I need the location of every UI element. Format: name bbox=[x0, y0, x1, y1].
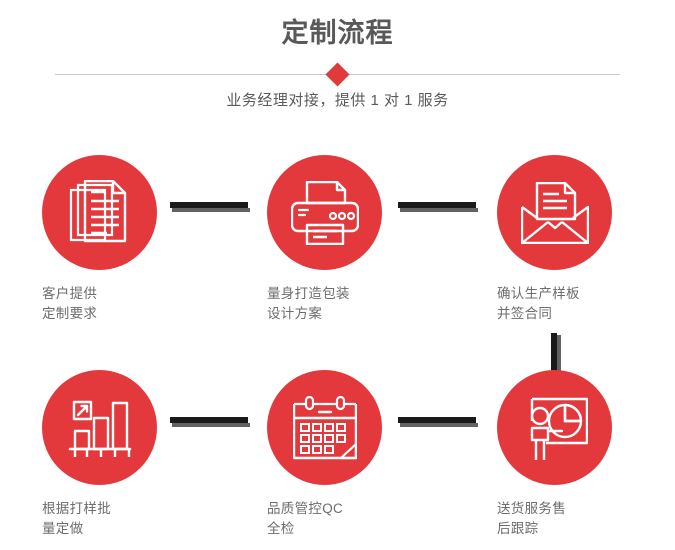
connector-bar bbox=[170, 417, 248, 423]
step-1-label-line2: 定制要求 bbox=[42, 306, 98, 321]
connector-shadow bbox=[400, 423, 478, 427]
connector-step1-step2 bbox=[170, 202, 250, 212]
connector-step4-step5 bbox=[170, 417, 250, 427]
presentation-pie-chart-icon bbox=[530, 397, 588, 460]
step-4-label-line1: 根据打样批 bbox=[42, 501, 111, 516]
connector-bar bbox=[398, 202, 476, 208]
page-header: 定制流程 业务经理对接，提供 1 对 1 服务 bbox=[0, 0, 675, 130]
diamond-marker-icon bbox=[325, 61, 350, 87]
step-3-label: 确认生产样板 并签合同 bbox=[497, 284, 627, 324]
connector-bar bbox=[170, 202, 248, 208]
step-2-label-line1: 量身打造包装 bbox=[267, 286, 350, 301]
step-3-icon-circle[interactable] bbox=[497, 155, 612, 270]
flow-step-1[interactable]: 客户提供 定制要求 bbox=[12, 155, 192, 324]
step-4-label: 根据打样批 量定做 bbox=[42, 499, 172, 539]
step-1-label-line1: 客户提供 bbox=[42, 286, 98, 301]
step-1-label: 客户提供 定制要求 bbox=[42, 284, 172, 324]
step-2-label-line2: 设计方案 bbox=[267, 306, 323, 321]
page-title: 定制流程 bbox=[281, 18, 394, 48]
bar-chart-growth-icon bbox=[68, 400, 131, 457]
step-3-label-line2: 并签合同 bbox=[497, 306, 553, 321]
step-2-icon-circle[interactable] bbox=[267, 155, 382, 270]
flow-step-5[interactable]: 品质管控QC 全检 bbox=[237, 370, 417, 539]
title-divider bbox=[0, 61, 675, 88]
connector-shadow bbox=[172, 208, 250, 212]
step-5-label-line1: 品质管控QC bbox=[267, 501, 344, 516]
step-6-label-line1: 送货服务售 bbox=[497, 501, 566, 516]
flow-step-4[interactable]: 根据打样批 量定做 bbox=[12, 370, 192, 539]
step-6-label: 送货服务售 后跟踪 bbox=[497, 499, 627, 539]
step-5-label: 品质管控QC 全检 bbox=[267, 499, 397, 539]
envelope-document-icon bbox=[520, 181, 589, 244]
connector-shadow bbox=[400, 208, 478, 212]
connector-step5-step6 bbox=[398, 417, 478, 427]
printer-icon bbox=[290, 180, 359, 245]
step-3-label-line1: 确认生产样板 bbox=[497, 286, 580, 301]
flow-step-6[interactable]: 送货服务售 后跟踪 bbox=[467, 370, 647, 539]
step-6-label-line2: 后跟踪 bbox=[497, 521, 539, 536]
step-5-icon-circle[interactable] bbox=[267, 370, 382, 485]
process-flow-diagram: 客户提供 定制要求 量身打造包装 设计方案 bbox=[0, 130, 675, 550]
connector-shadow bbox=[172, 423, 250, 427]
connector-bar bbox=[398, 417, 476, 423]
flow-step-3[interactable]: 确认生产样板 并签合同 bbox=[467, 155, 647, 324]
step-6-icon-circle[interactable] bbox=[497, 370, 612, 485]
step-1-icon-circle[interactable] bbox=[42, 155, 157, 270]
connector-bar bbox=[551, 333, 557, 379]
step-4-label-line2: 量定做 bbox=[42, 521, 84, 536]
page-subtitle: 业务经理对接，提供 1 对 1 服务 bbox=[226, 92, 449, 109]
step-2-label: 量身打造包装 设计方案 bbox=[267, 284, 397, 324]
step-5-label-line2: 全检 bbox=[267, 521, 295, 536]
calendar-icon bbox=[292, 395, 357, 459]
flow-step-2[interactable]: 量身打造包装 设计方案 bbox=[237, 155, 417, 324]
documents-stack-icon bbox=[69, 179, 126, 242]
step-4-icon-circle[interactable] bbox=[42, 370, 157, 485]
connector-shadow bbox=[557, 335, 561, 381]
connector-step3-step6 bbox=[551, 333, 561, 381]
connector-step2-step3 bbox=[398, 202, 478, 212]
